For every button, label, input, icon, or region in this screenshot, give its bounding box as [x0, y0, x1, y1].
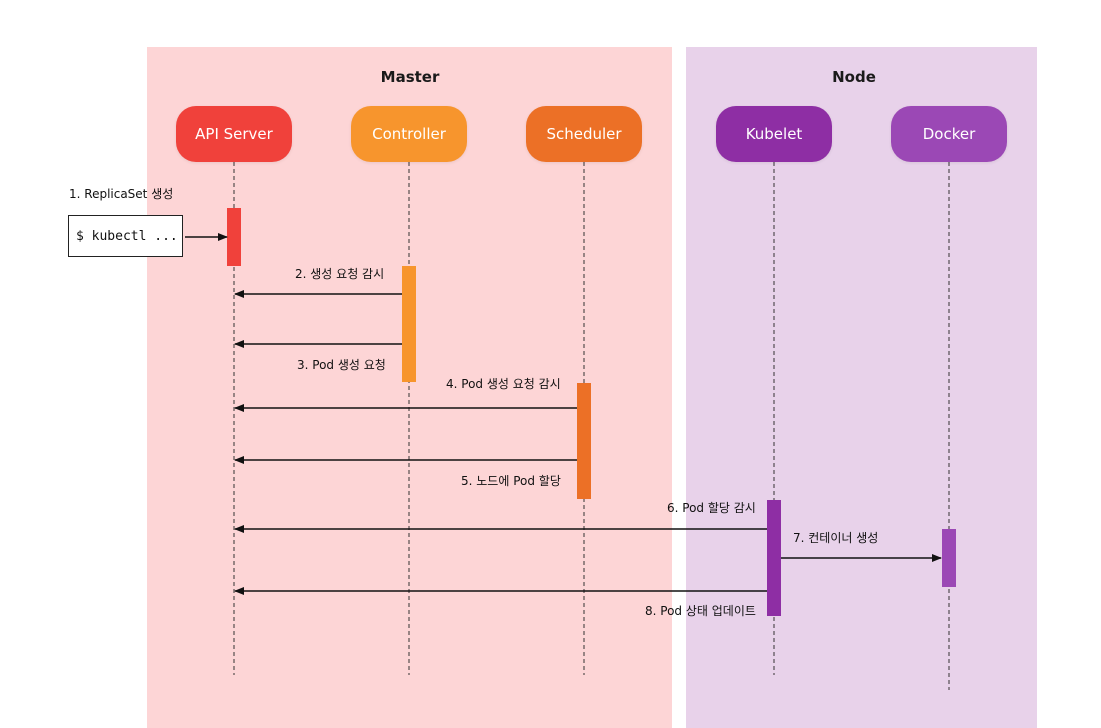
terminal-box: $ kubectl ... — [68, 215, 183, 257]
actor-controller-label: Controller — [372, 125, 446, 143]
node-region-title: Node — [832, 68, 876, 86]
activation-api-server — [227, 208, 241, 266]
actor-docker-label: Docker — [922, 125, 976, 143]
message-label-7: 7. 컨테이너 생성 — [793, 531, 879, 545]
message-label-8: 8. Pod 상태 업데이트 — [645, 604, 756, 618]
actor-scheduler-label: Scheduler — [546, 125, 622, 143]
actor-scheduler: Scheduler — [526, 106, 642, 162]
master-region-title: Master — [380, 68, 440, 86]
message-label-2: 2. 생성 요청 감시 — [295, 267, 385, 281]
actor-api-server: API Server — [176, 106, 292, 162]
message-label-1: 1. ReplicaSet 생성 — [69, 187, 174, 201]
activation-docker — [942, 529, 956, 587]
terminal-command: $ kubectl ... — [76, 228, 178, 244]
message-label-3: 3. Pod 생성 요청 — [297, 358, 386, 372]
activation-kubelet — [767, 500, 781, 616]
activation-scheduler — [577, 383, 591, 499]
actor-kubelet: Kubelet — [716, 106, 832, 162]
activation-controller — [402, 266, 416, 382]
actor-api-server-label: API Server — [195, 125, 273, 143]
actor-docker: Docker — [891, 106, 1007, 162]
actor-kubelet-label: Kubelet — [745, 125, 803, 143]
message-label-5: 5. 노드에 Pod 할당 — [461, 474, 561, 488]
message-label-4: 4. Pod 생성 요청 감시 — [446, 377, 561, 391]
actor-controller: Controller — [351, 106, 467, 162]
message-label-6: 6. Pod 할당 감시 — [667, 501, 756, 515]
